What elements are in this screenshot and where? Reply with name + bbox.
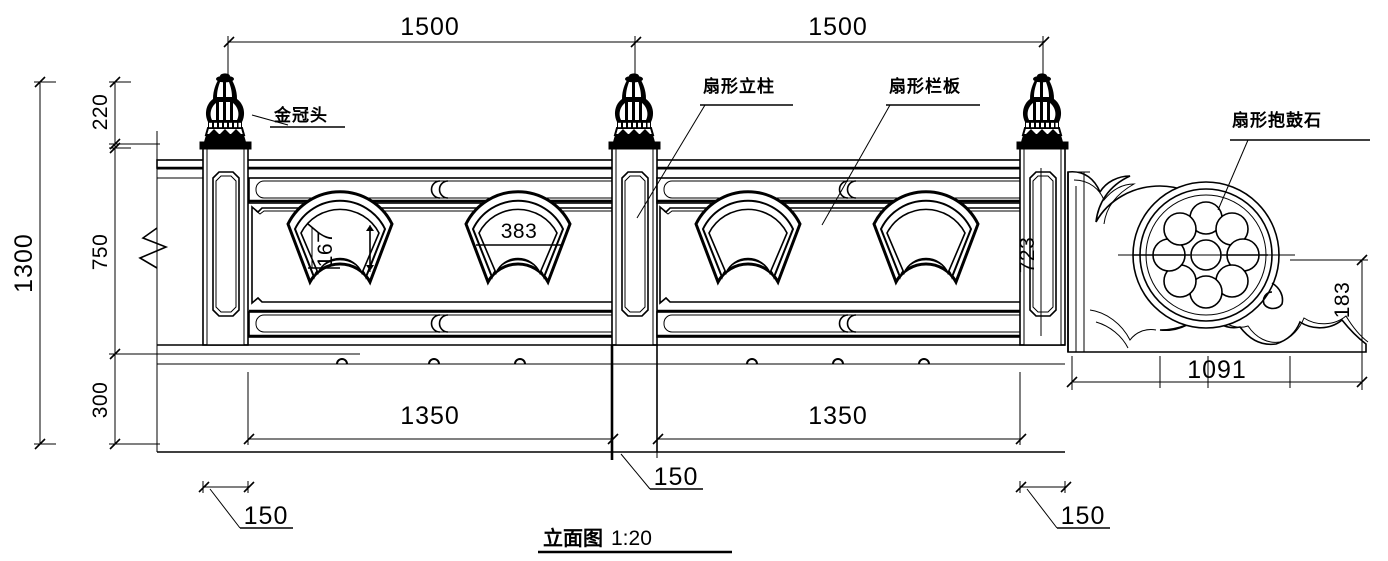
post-width-callout-left: 150 [198, 481, 293, 530]
post-width-callout-middle: 150 [611, 446, 703, 491]
dim-top-span-1: 1500 [400, 13, 460, 41]
label-panel-text: 扇形栏板 [889, 76, 961, 97]
dim-fan-383: 383 [501, 220, 538, 243]
break-line-symbol [138, 227, 169, 269]
label-panel: 扇形栏板 [821, 76, 980, 226]
post-width-callout-right: 150 [1015, 481, 1110, 530]
dim-183: 183 [1331, 282, 1354, 319]
dim-left-750: 750 [89, 234, 112, 271]
label-finial: 金冠头 [251, 105, 345, 128]
dim-left-220: 220 [89, 94, 112, 131]
dim-left-300: 300 [89, 382, 112, 419]
dim-post-width-right: 150 [1061, 502, 1106, 530]
dim-1091: 1091 [1187, 356, 1247, 384]
dim-right-post-723: 723 [1016, 237, 1039, 274]
drum-stone-dimensions: 183 1091 [1066, 171, 1368, 390]
label-post-text: 扇形立柱 [703, 76, 775, 97]
panel-right [656, 177, 1044, 338]
railing-assembly: 167 383 [138, 72, 1069, 460]
drawing-title-scale: 1:20 [611, 527, 652, 550]
dim-bottom-span-1: 1350 [400, 402, 460, 430]
post-left [199, 72, 252, 346]
dim-fan-167: 167 [314, 231, 337, 268]
base-plinth [156, 344, 1065, 453]
label-drum-stone-text: 扇形抱鼓石 [1232, 110, 1322, 131]
top-dimension-chain: 1500 1500 [223, 13, 1050, 98]
dim-overall-height: 1300 [10, 233, 38, 293]
fan-interior-dimensions: 167 383 [307, 220, 562, 272]
drawing-title-cn: 立面图 [543, 526, 603, 550]
dim-bottom-span-2: 1350 [808, 402, 868, 430]
dim-right-post-723-group: 723 [1016, 168, 1042, 336]
panel-left: 167 383 [248, 177, 636, 338]
bottom-dimension-chain: 1350 1350 [243, 372, 1027, 445]
label-finial-text: 金冠头 [273, 105, 328, 126]
dim-post-width-left: 150 [244, 502, 289, 530]
drum-stone [1067, 170, 1369, 353]
post-right: 723 [1016, 72, 1069, 346]
dim-post-width-middle: 150 [654, 463, 699, 491]
drawing-title: 立面图 1:20 [538, 526, 732, 554]
left-dimension-chain: 1300 220 750 300 [10, 76, 360, 450]
label-drum-stone: 扇形抱鼓石 [1217, 110, 1370, 211]
label-post: 扇形立柱 [636, 76, 793, 219]
dim-top-span-2: 1500 [808, 13, 868, 41]
